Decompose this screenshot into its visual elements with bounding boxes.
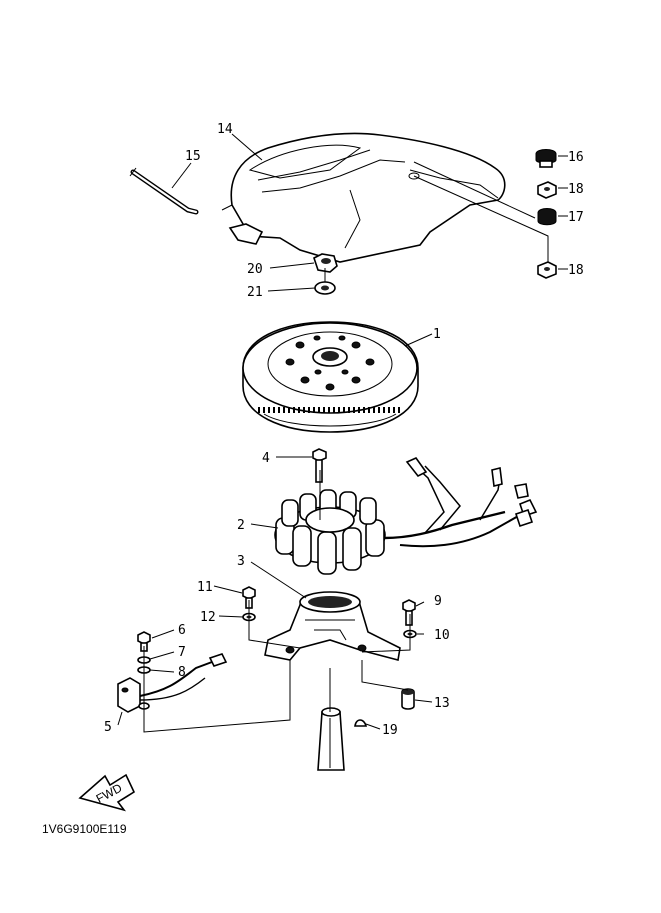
- flywheel-cover: [221, 132, 506, 263]
- callout-18-upper: 18: [568, 182, 584, 197]
- callout-13: 13: [434, 696, 450, 711]
- flywheel: [242, 321, 419, 433]
- callout-6: 6: [178, 623, 186, 638]
- callout-labels: 14 15 16 18 17 18 20 21 1 4 2 3 11 12 9 …: [104, 122, 584, 738]
- flywheel-holes: [285, 335, 375, 391]
- grommet-lower: [537, 208, 557, 226]
- hose: [129, 167, 199, 215]
- callout-17: 17: [568, 210, 584, 225]
- callout-11: 11: [197, 580, 213, 595]
- stator: [274, 457, 538, 575]
- woodruff-key: [354, 719, 368, 727]
- callout-5: 5: [104, 720, 112, 735]
- callout-1: 1: [433, 327, 441, 342]
- washer: [314, 281, 336, 295]
- collar-upper: [537, 181, 557, 199]
- callout-19: 19: [382, 723, 398, 738]
- stator-bolt: [312, 448, 327, 483]
- callout-15: 15: [185, 149, 201, 164]
- callout-4: 4: [262, 451, 270, 466]
- drawing-code: 1V6G9100E119: [42, 822, 127, 836]
- leader-lines: [117, 133, 568, 730]
- callout-8: 8: [178, 665, 186, 680]
- collar-lower: [537, 261, 557, 279]
- bolt-9: [402, 599, 416, 626]
- stator-coils: [275, 489, 385, 575]
- stator-base: [264, 591, 401, 661]
- callout-7: 7: [178, 645, 186, 660]
- crankshaft: [317, 707, 345, 771]
- callout-12: 12: [200, 610, 216, 625]
- callout-2: 2: [237, 518, 245, 533]
- callout-21: 21: [247, 285, 263, 300]
- callout-10: 10: [434, 628, 450, 643]
- callout-20: 20: [247, 262, 263, 277]
- pulser-coil: [117, 653, 228, 713]
- callout-9: 9: [434, 594, 442, 609]
- nut: [313, 253, 338, 273]
- callout-14: 14: [217, 122, 233, 137]
- collar-13: [401, 688, 415, 710]
- fwd-arrow: FWD: [78, 773, 136, 812]
- callout-16: 16: [568, 150, 584, 165]
- grommet: [535, 149, 557, 168]
- callout-18-lower: 18: [568, 263, 584, 278]
- callout-3: 3: [237, 554, 245, 569]
